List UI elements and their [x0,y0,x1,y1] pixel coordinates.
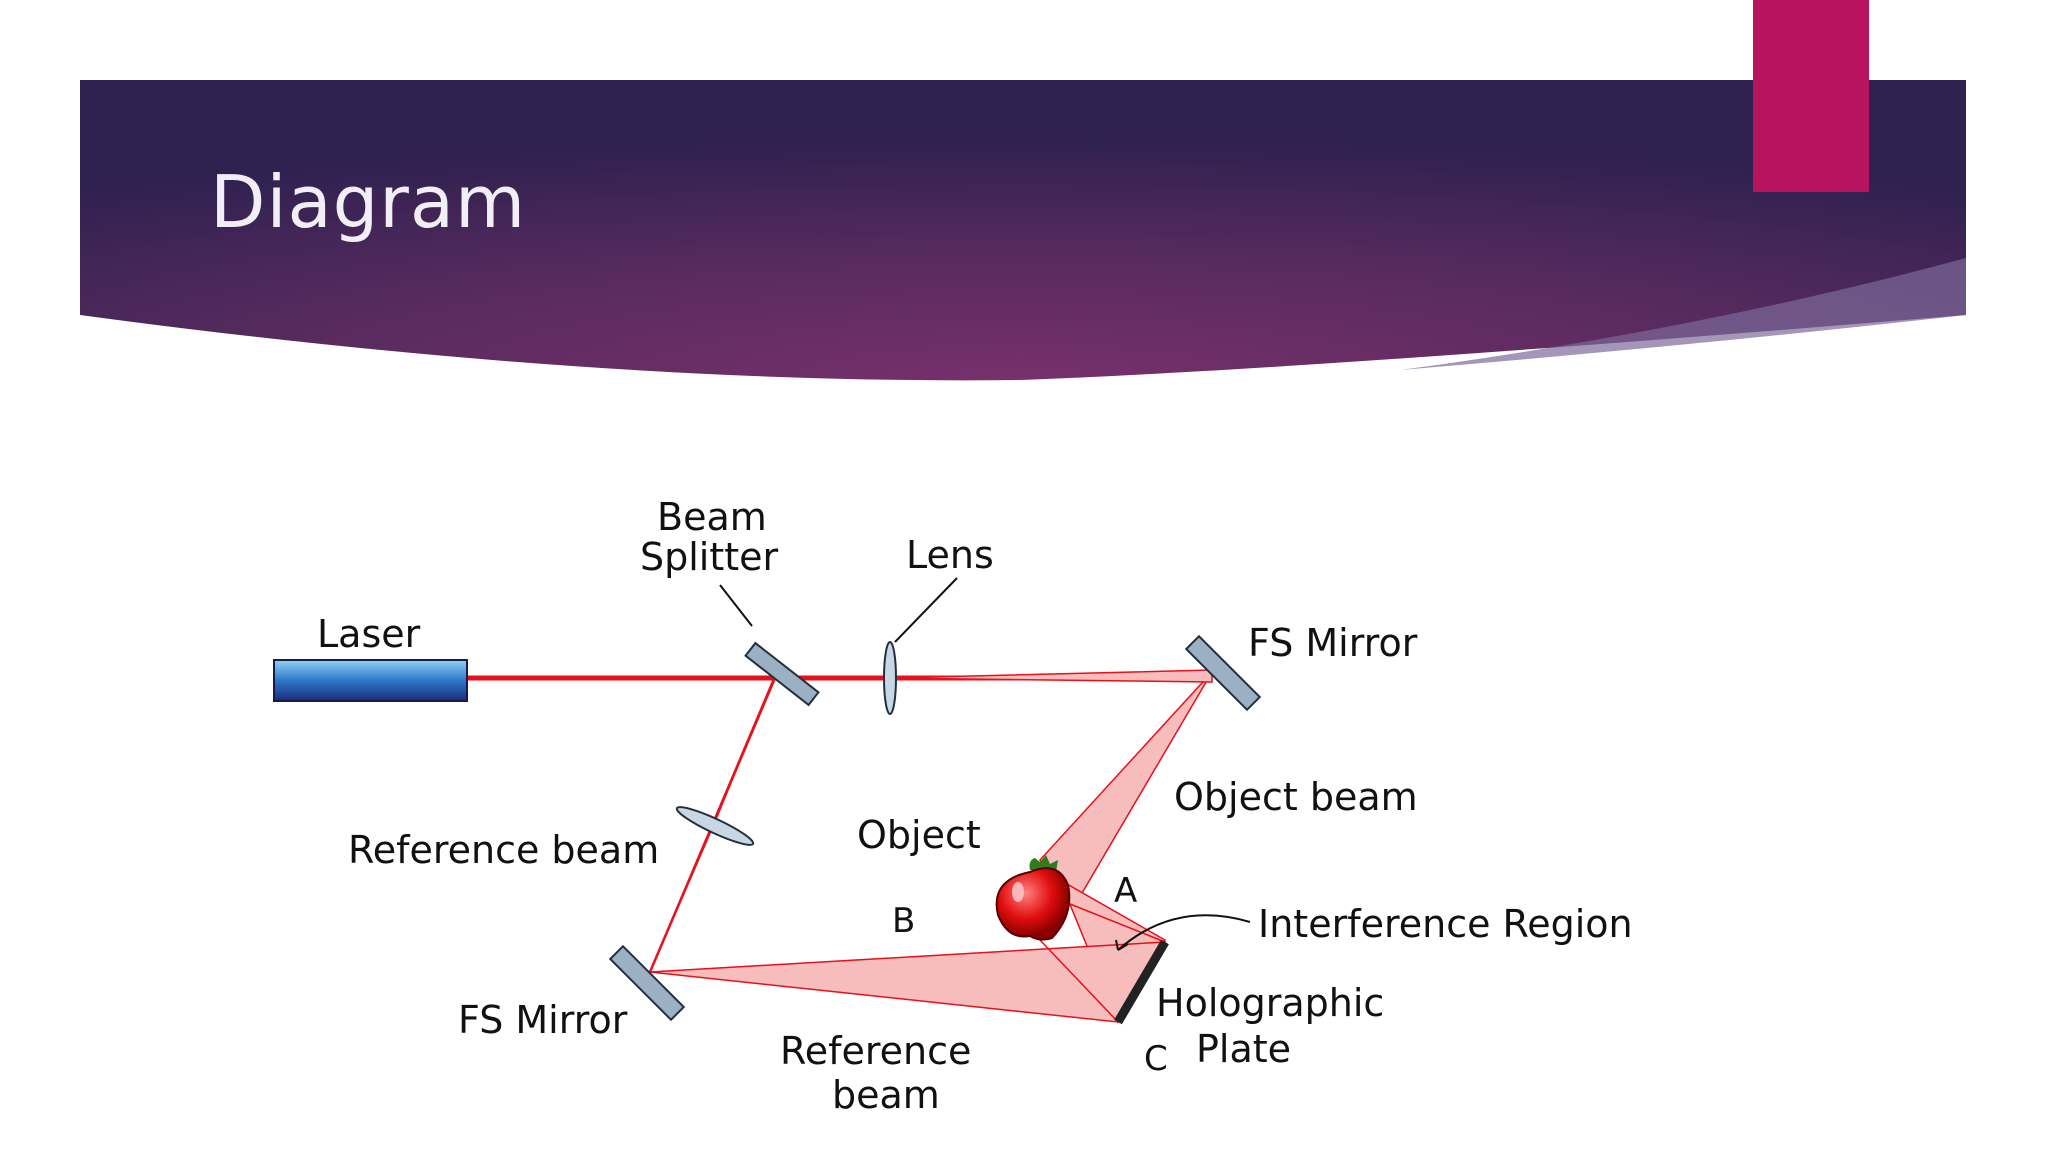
pointer-lines [719,577,1251,951]
beam-edge [1039,939,1119,1023]
holographic-plate [1114,939,1169,1025]
fs-mirror-bottom [608,944,686,1022]
title-banner [80,80,1966,381]
label-point-b: B [892,901,915,941]
label-reference-beam-bottom-1: Reference [780,1029,971,1073]
label-reference-beam-left: Reference beam [348,828,659,872]
interference-arrowhead [1115,939,1129,951]
label-point-a: A [1114,871,1137,911]
beam-splitter [744,641,820,707]
label-laser: Laser [317,612,421,656]
beam-edge-2 [1059,899,1166,943]
interference-pointer [1117,914,1251,951]
label-holographic-2: Plate [1196,1027,1291,1071]
label-reference-beam-bottom-2: beam [832,1073,940,1117]
label-fs-mirror-bottom: FS Mirror [458,998,628,1042]
accent-tab [1753,0,1869,192]
object-apple [995,855,1071,941]
slide-title: Diagram [210,160,527,244]
label-beam-splitter-1: Beam [657,495,767,539]
reference-beam-cone [649,941,1167,1023]
label-beam-splitter-2: Splitter [640,535,779,579]
label-holographic-1: Holographic [1156,981,1384,1025]
label-point-c: C [1144,1039,1168,1079]
label-interference-region: Interference Region [1258,902,1633,946]
label-object: Object [857,813,981,857]
fs-mirror-top [1184,634,1262,712]
label-lens: Lens [906,533,994,577]
lens-reference [675,806,755,846]
laser-body [273,659,468,702]
beam-splitter-pointer [719,584,753,627]
lens-pointer [894,577,958,643]
label-object-beam: Object beam [1174,775,1418,819]
label-fs-mirror-top: FS Mirror [1248,621,1418,665]
lens-top [883,641,897,715]
